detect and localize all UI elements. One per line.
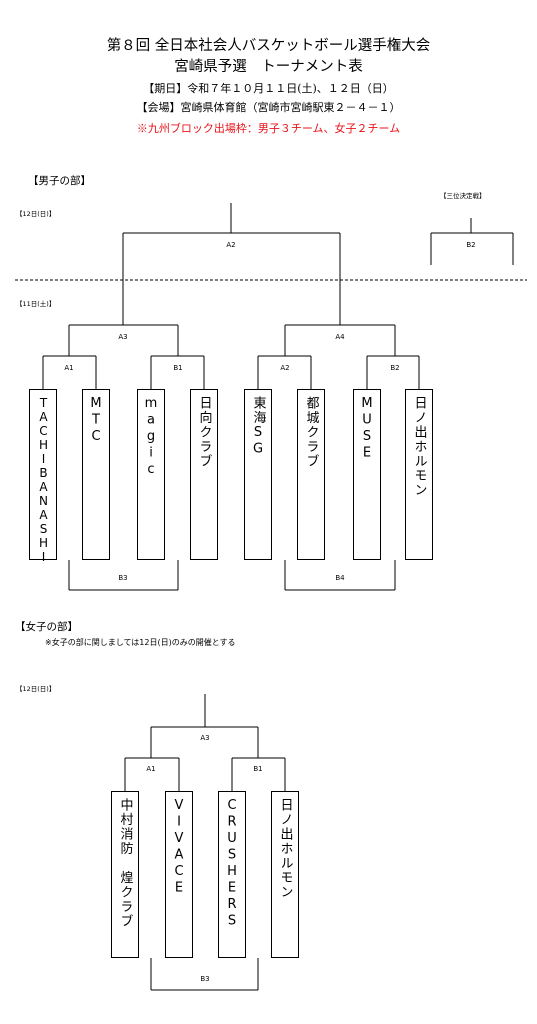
team-name: VIVACE bbox=[171, 798, 187, 897]
women-match-label-right: B1 bbox=[253, 765, 263, 773]
men-section-heading: 【男子の部】 bbox=[28, 175, 91, 187]
match-label-semi-left: A3 bbox=[118, 333, 128, 341]
women-day12-label: 【12日(日)】 bbox=[16, 685, 56, 693]
women-match-label-left: A1 bbox=[146, 765, 156, 773]
team-name: MUSE bbox=[359, 396, 375, 462]
third-place-label: 【三位決定戦】 bbox=[440, 192, 486, 200]
team-box: CRUSHERS bbox=[218, 791, 246, 958]
team-box: 都城クラブ bbox=[297, 389, 325, 560]
event-venue: 【会場】宮崎県体育館（宮崎市宮崎駅東２－４－１） bbox=[136, 101, 401, 114]
team-box: 日向クラブ bbox=[190, 389, 218, 560]
tournament-title: 第８回 全日本社会人バスケットボール選手権大会 bbox=[106, 38, 431, 54]
team-box: MUSE bbox=[353, 389, 381, 560]
team-box: 日ノ出ホルモン bbox=[405, 389, 433, 560]
match-label-q2: B1 bbox=[173, 364, 183, 372]
event-date: 【期日】令和７年１０月１１日(土)、１２日（日） bbox=[143, 82, 394, 95]
women-section-heading: 【女子の部】 bbox=[15, 621, 78, 633]
team-name: 中村消防 煌クラブ bbox=[117, 798, 133, 929]
match-label-cons-right: B4 bbox=[335, 574, 345, 582]
men-day12-label: 【12日(日)】 bbox=[16, 210, 56, 218]
team-box: 東海SG bbox=[244, 389, 272, 560]
women-match-label-cons: B3 bbox=[200, 975, 210, 983]
match-label-cons-left: B3 bbox=[118, 574, 128, 582]
match-label-q4: B2 bbox=[390, 364, 400, 372]
team-name: CRUSHERS bbox=[224, 798, 240, 930]
women-note: ※女子の部に関しましては12日(日)のみの開催とする bbox=[45, 638, 236, 647]
women-match-label-final: A3 bbox=[200, 734, 210, 742]
match-label-q1: A1 bbox=[64, 364, 74, 372]
team-name: magic bbox=[143, 396, 159, 479]
team-box: MTC bbox=[82, 389, 110, 560]
team-box: 日ノ出ホルモン bbox=[271, 791, 299, 958]
team-name: 日ノ出ホルモン bbox=[411, 396, 427, 498]
match-label-semi-right: A4 bbox=[335, 333, 345, 341]
match-label-final: A2 bbox=[226, 241, 236, 249]
team-box: magic bbox=[137, 389, 165, 560]
team-name: MTC bbox=[88, 396, 104, 446]
men-day11-label: 【11日(土)】 bbox=[16, 300, 56, 308]
team-box: 中村消防 煌クラブ bbox=[111, 791, 139, 958]
match-label-third: B2 bbox=[466, 241, 476, 249]
qualification-note: ※九州ブロック出場枠：男子３チーム、女子２チーム bbox=[136, 122, 401, 135]
match-label-q3: A2 bbox=[280, 364, 290, 372]
team-box: TACHIBANASHI bbox=[29, 389, 57, 564]
team-name: TACHIBANASHI bbox=[36, 396, 51, 564]
team-name: 日向クラブ bbox=[196, 396, 212, 469]
team-name: 都城クラブ bbox=[303, 396, 319, 469]
team-name: 東海SG bbox=[250, 396, 266, 458]
team-box: VIVACE bbox=[165, 791, 193, 958]
tournament-subtitle: 宮崎県予選 トーナメント表 bbox=[174, 59, 363, 75]
team-name: 日ノ出ホルモン bbox=[277, 798, 293, 900]
